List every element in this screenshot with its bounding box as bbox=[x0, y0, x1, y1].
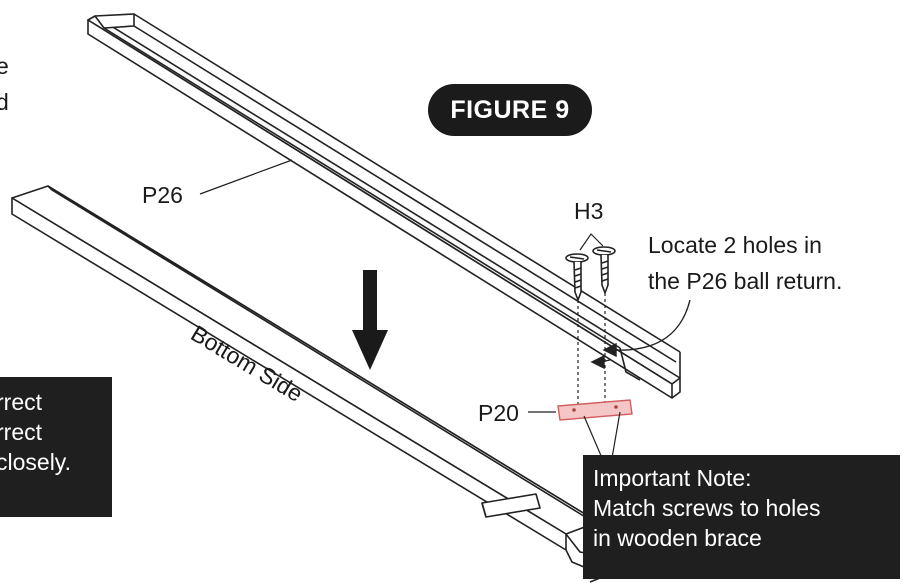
bottom-rail bbox=[11, 185, 601, 583]
locate-text-line-1: Locate 2 holes in bbox=[648, 232, 822, 258]
locate-arrow bbox=[590, 299, 691, 370]
p20-brace bbox=[528, 399, 633, 459]
top-left-line-2: d bbox=[0, 89, 9, 115]
p26-leader bbox=[199, 159, 293, 195]
p26-rail bbox=[87, 13, 681, 399]
left-note-line-3: closely. bbox=[0, 449, 71, 475]
down-arrow bbox=[352, 270, 388, 370]
h3-label: H3 bbox=[574, 198, 604, 224]
figure-label: FIGURE 9 bbox=[428, 84, 592, 136]
important-note-box: Important Note: Match screws to holes in… bbox=[583, 455, 900, 579]
important-note-line-1: Important Note: bbox=[593, 465, 752, 491]
rail-block bbox=[481, 493, 541, 518]
locate-text-line-2: the P26 ball return. bbox=[648, 268, 843, 294]
top-left-line-1: e bbox=[0, 53, 9, 79]
left-note-line-2: rrect bbox=[0, 419, 42, 445]
left-note-line-1: rrect bbox=[0, 389, 42, 415]
p26-label: P26 bbox=[142, 182, 183, 208]
important-note-line-3: in wooden brace bbox=[593, 525, 762, 551]
left-note-box: rrect rrect closely. bbox=[0, 377, 112, 517]
important-note-line-2: Match screws to holes bbox=[593, 495, 821, 521]
top-left-text: e d bbox=[0, 48, 9, 120]
p20-label: P20 bbox=[478, 400, 519, 426]
